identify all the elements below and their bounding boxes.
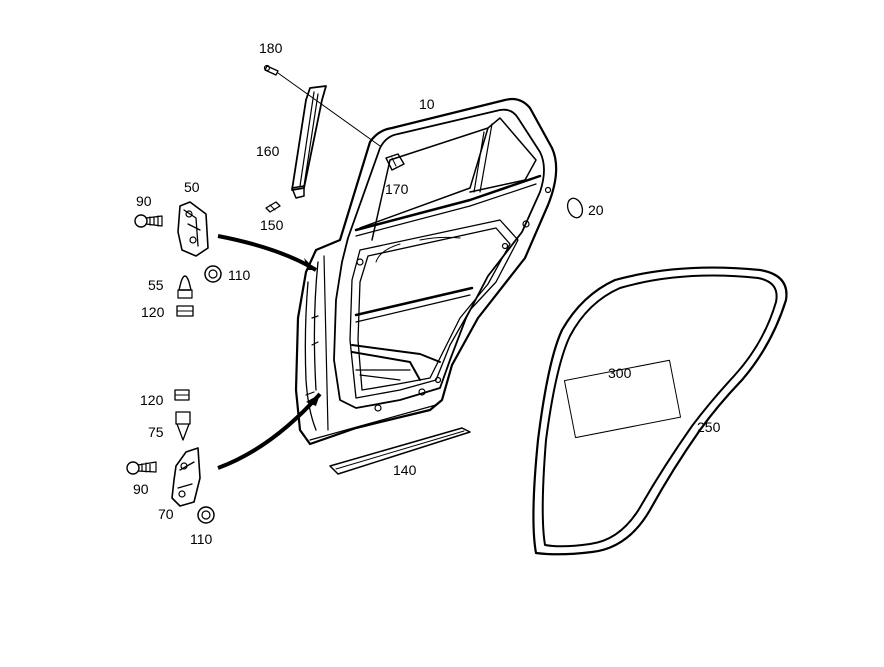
upper-hinge-pin[interactable] — [177, 275, 193, 299]
lower-hinge-arrow — [217, 392, 322, 470]
trim-clip[interactable] — [265, 201, 281, 213]
lower-hinge-arrowhead — [306, 394, 320, 406]
part-label-upper-hinge: 50 — [184, 179, 200, 195]
part-label-lower-hinge-pin: 75 — [148, 424, 164, 440]
part-label-seal-tape: 300 — [608, 365, 632, 381]
seal-tape[interactable] — [563, 359, 682, 439]
sill-trim-strip[interactable] — [329, 427, 471, 475]
part-label-lower-hinge-bolt: 90 — [133, 481, 149, 497]
upper-hinge-nut[interactable] — [204, 265, 222, 283]
part-label-lower-hinge-nut: 110 — [190, 531, 213, 547]
lower-pin-cap[interactable] — [174, 389, 190, 401]
leader-line-180 — [277, 72, 381, 147]
part-label-pin: 180 — [259, 40, 283, 56]
part-label-trim-clip: 150 — [260, 217, 284, 233]
pin[interactable] — [263, 64, 279, 76]
door-seal[interactable] — [532, 266, 788, 556]
part-label-plug: 20 — [588, 202, 604, 218]
part-label-window-channel-trim: 160 — [256, 143, 280, 159]
part-label-lower-pin-cap: 120 — [140, 392, 164, 408]
part-label-lower-hinge: 70 — [158, 506, 174, 522]
part-label-door-seal: 250 — [697, 419, 721, 435]
lower-hinge-bolt[interactable] — [126, 461, 157, 475]
part-label-clip: 170 — [385, 181, 409, 197]
part-label-upper-pin-cap: 120 — [141, 304, 165, 320]
part-label-upper-hinge-pin: 55 — [148, 277, 164, 293]
door-shell[interactable] — [294, 97, 558, 446]
upper-pin-cap[interactable] — [176, 305, 194, 317]
lower-hinge[interactable] — [171, 447, 201, 507]
upper-hinge-arrowhead — [304, 258, 316, 270]
part-label-door-shell: 10 — [419, 96, 435, 112]
part-label-sill-trim-strip: 140 — [393, 462, 417, 478]
lower-hinge-pin[interactable] — [175, 411, 191, 441]
upper-hinge[interactable] — [177, 201, 209, 257]
upper-hinge-arrow — [217, 234, 318, 272]
lower-hinge-nut[interactable] — [197, 506, 215, 524]
part-label-upper-hinge-nut: 110 — [228, 267, 251, 283]
part-label-upper-hinge-bolt: 90 — [136, 193, 152, 209]
upper-hinge-bolt[interactable] — [134, 214, 163, 228]
plug[interactable] — [565, 196, 585, 220]
clip[interactable] — [385, 153, 405, 171]
window-channel-trim[interactable] — [291, 85, 327, 199]
